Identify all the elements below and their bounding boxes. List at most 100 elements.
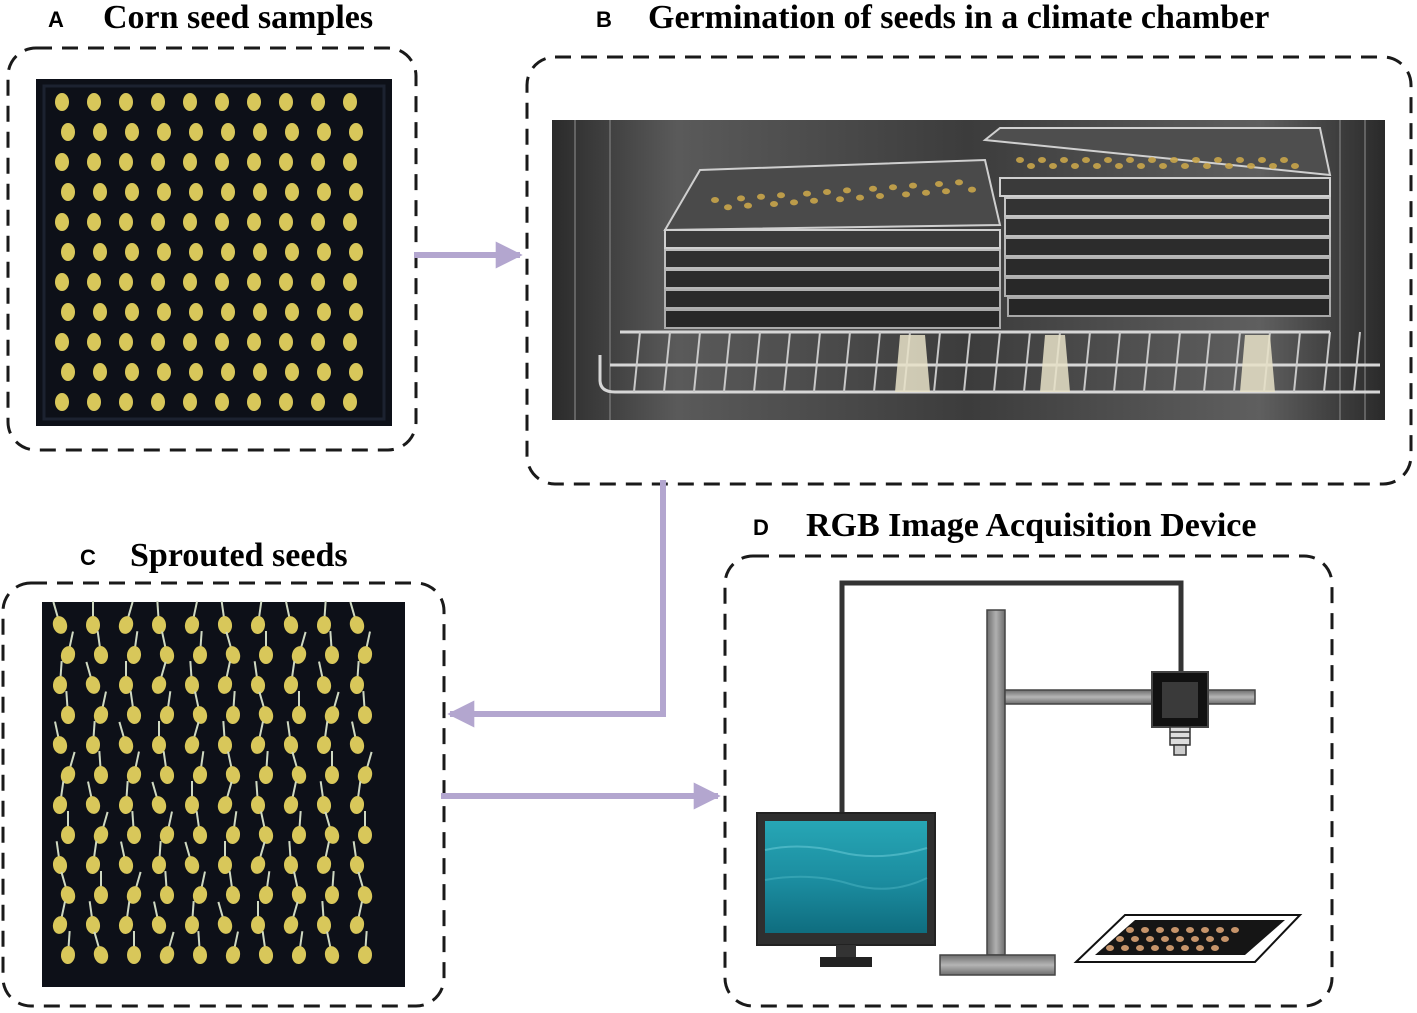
- sprouted-seed: [291, 631, 307, 664]
- sprouted-seed: [258, 811, 274, 844]
- sprouted-seed: [85, 781, 101, 814]
- sprouted-seed: [258, 931, 274, 964]
- seed: [221, 183, 235, 201]
- sprouted-seed: [357, 751, 373, 784]
- seed: [221, 303, 235, 321]
- seed: [87, 393, 101, 411]
- sprouted-seed: [192, 630, 208, 664]
- sprouted-seed: [291, 871, 307, 904]
- seed: [343, 213, 357, 231]
- sprouted-seed: [283, 721, 299, 754]
- seed: [279, 213, 293, 231]
- sprouted-seed: [184, 601, 200, 634]
- panel-b-letter: B: [596, 7, 612, 32]
- sprouted-seed: [225, 931, 241, 964]
- sprouted-seed: [349, 901, 365, 934]
- seed: [93, 303, 107, 321]
- stand-base: [939, 954, 1056, 976]
- seed: [247, 153, 261, 171]
- panel-c-letter: C: [80, 545, 96, 570]
- seed: [151, 93, 165, 111]
- seed: [183, 333, 197, 351]
- sprouted-seed: [185, 781, 199, 814]
- seed: [285, 183, 299, 201]
- sprouted-seed: [159, 931, 175, 964]
- seed: [349, 243, 363, 261]
- sprouted-seed: [192, 930, 208, 964]
- sprouted-seed: [60, 871, 76, 904]
- sprouted-seed: [61, 811, 75, 844]
- seed: [151, 273, 165, 291]
- sprouted-seed: [357, 690, 373, 724]
- seed: [215, 93, 229, 111]
- sprouted-seed: [118, 841, 134, 874]
- sprouted-seed: [118, 901, 134, 934]
- sprouted-seed: [151, 901, 167, 934]
- sprouted-seed: [225, 871, 241, 904]
- sprouted-seed: [93, 750, 109, 784]
- sprouted-seed: [192, 691, 208, 724]
- sprouted-seed: [324, 811, 340, 844]
- seed: [93, 243, 107, 261]
- seed: [317, 183, 331, 201]
- panel-a: A Corn seed samples: [6, 0, 418, 452]
- sprouted-seed: [151, 781, 167, 814]
- seed: [125, 123, 139, 141]
- seed: [119, 393, 133, 411]
- sprouted-seed: [60, 690, 76, 724]
- sprouted-seed: [60, 751, 76, 784]
- sprouted-seed: [86, 601, 100, 634]
- sprouted-seed: [52, 721, 68, 754]
- sprouted-seed: [250, 721, 266, 754]
- seed: [247, 93, 261, 111]
- seed: [125, 303, 139, 321]
- arrow-b-to-c: [447, 480, 666, 728]
- sprouted-seed: [291, 751, 307, 784]
- sprouted-seed: [151, 661, 167, 694]
- seed: [61, 183, 75, 201]
- seed: [87, 213, 101, 231]
- sprouted-seed: [52, 660, 68, 694]
- seed: [253, 243, 267, 261]
- seed: [311, 333, 325, 351]
- stand-pole: [986, 609, 1006, 956]
- rgb-acquisition-device-illustration: [756, 580, 1303, 976]
- sprouted-seed: [93, 811, 109, 844]
- seed: [157, 363, 171, 381]
- seed: [189, 123, 203, 141]
- panel-b-title: Germination of seeds in a climate chambe…: [648, 0, 1269, 36]
- sprouted-seed: [126, 751, 142, 784]
- sprouted-seed: [85, 661, 101, 694]
- sprouted-seed: [349, 601, 365, 634]
- sprouted-seed: [118, 721, 134, 754]
- sprouted-seed: [93, 631, 109, 664]
- seed: [55, 153, 69, 171]
- seed: [285, 363, 299, 381]
- seed: [311, 213, 325, 231]
- sprouted-seed: [159, 870, 175, 904]
- sprouted-seed: [218, 841, 232, 874]
- sprouted-seed: [159, 691, 175, 724]
- sprouted-seed-tray-photo: [42, 600, 405, 987]
- climate-chamber-photo: [552, 120, 1385, 420]
- seed: [343, 153, 357, 171]
- seed: [215, 213, 229, 231]
- sprouted-seed: [292, 691, 306, 724]
- seed: [215, 273, 229, 291]
- sprouted-seed: [349, 781, 365, 814]
- sprouted-seed: [159, 631, 175, 664]
- seed: [55, 393, 69, 411]
- sprouted-seed: [357, 930, 373, 964]
- stand-arm: [1004, 689, 1256, 705]
- seed: [93, 123, 107, 141]
- seed: [317, 363, 331, 381]
- seed: [157, 303, 171, 321]
- seed: [93, 183, 107, 201]
- seed: [279, 273, 293, 291]
- seed: [247, 213, 261, 231]
- seed: [253, 303, 267, 321]
- sprouted-seed: [250, 841, 266, 874]
- panel-d-frame: [723, 554, 1334, 1008]
- sprouted-seed: [349, 721, 365, 754]
- seed: [279, 393, 293, 411]
